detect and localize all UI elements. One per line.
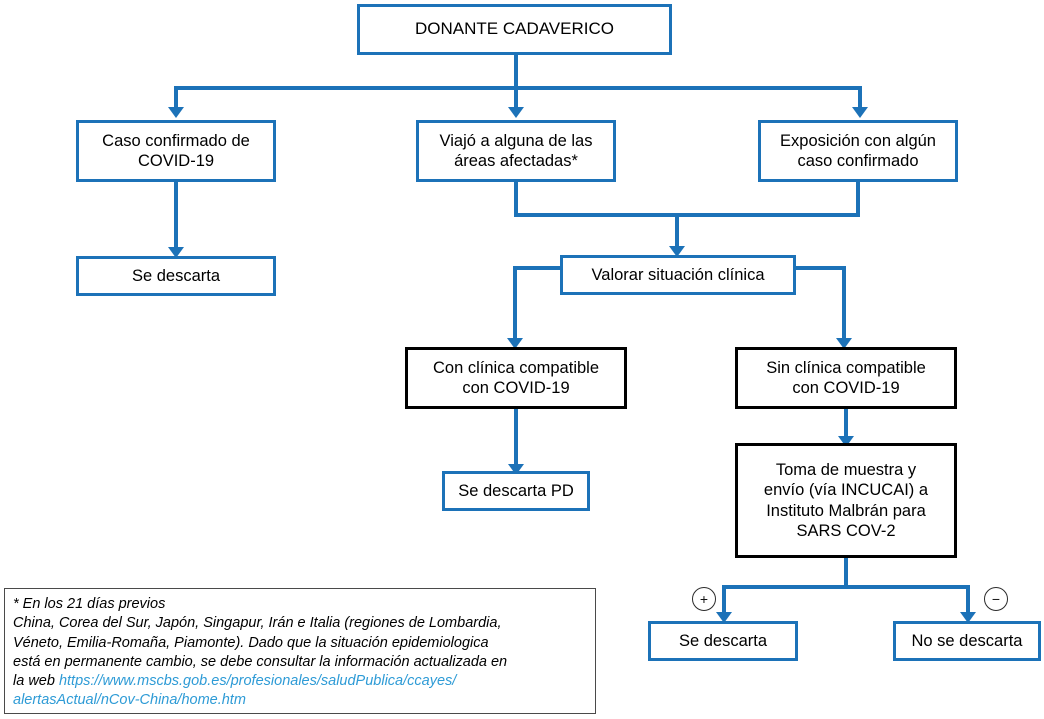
node-no-se-descarta-label: No se descarta <box>911 631 1023 650</box>
footnote-line-5: la web https://www.mscbs.gob.es/profesio… <box>13 672 587 691</box>
connector-merge-bus <box>514 213 860 217</box>
connector-merge-to-valorar <box>675 213 679 249</box>
connector-toma-stem <box>844 558 848 588</box>
node-se-descarta-1[interactable]: Se descarta <box>76 256 276 296</box>
connector-valorar-left-stub <box>513 266 562 270</box>
footnote-url-link-part2[interactable]: alertasActual/nCov-China/home.htm <box>13 692 246 709</box>
node-se-descarta-1-label: Se descarta <box>131 266 221 285</box>
node-valorar-situacion-clinica[interactable]: Valorar situación clínica <box>560 255 796 295</box>
arrowhead-sin-clinica <box>836 338 852 349</box>
node-valorar-situacion-clinica-label: Valorar situación clínica <box>591 265 765 284</box>
footnote-url-link-part1[interactable]: https://www.mscbs.gob.es/profesionales/s… <box>58 673 457 690</box>
edge-label-positive-text: + <box>699 591 709 607</box>
node-toma-de-muestra[interactable]: Toma de muestra y envío (vía INCUCAI) a … <box>735 443 957 558</box>
connector-valorar-right-drop <box>842 266 846 341</box>
node-caso-confirmado[interactable]: Caso confirmado de COVID-19 <box>76 120 276 182</box>
node-exposicion-caso-confirmado-label: Exposición con algún caso confirmado <box>780 131 936 170</box>
node-exposicion-caso-confirmado[interactable]: Exposición con algún caso confirmado <box>758 120 958 182</box>
node-se-descarta-2-label: Se descarta <box>678 631 768 650</box>
footnote-line-1: * En los 21 días previos <box>13 596 166 612</box>
connector-drop-exposicion <box>858 86 862 110</box>
arrowhead-toma-muestra <box>838 436 854 447</box>
connector-distribution-bus <box>174 86 862 90</box>
footnote-link-prefix: la web <box>13 673 59 690</box>
node-viajo-areas-afectadas[interactable]: Viajó a alguna de las áreas afectadas* <box>416 120 616 182</box>
connector-drop-positive <box>722 585 726 615</box>
connector-result-bus <box>722 585 970 589</box>
connector-drop-caso-confirmado <box>174 86 178 110</box>
edge-label-negative: − <box>984 587 1008 611</box>
node-donante-cadaverico[interactable]: DONANTE CADAVERICO <box>357 4 672 55</box>
connector-caso-to-descarta <box>174 182 178 250</box>
footnote-line-2: China, Corea del Sur, Japón, Singapur, I… <box>13 615 502 632</box>
arrowhead-caso-confirmado <box>168 107 184 118</box>
node-con-clinica-compatible[interactable]: Con clínica compatible con COVID-19 <box>405 347 627 409</box>
edge-label-positive: + <box>692 587 716 611</box>
arrowhead-se-descarta-1 <box>168 247 184 258</box>
connector-root-stem <box>514 55 518 90</box>
footnote-box: * En los 21 días previos China, Corea de… <box>4 588 596 714</box>
connector-drop-viajo <box>514 86 518 110</box>
node-se-descarta-pd-label: Se descarta PD <box>458 481 574 500</box>
node-con-clinica-compatible-label: Con clínica compatible con COVID-19 <box>433 358 599 397</box>
node-sin-clinica-compatible-label: Sin clínica compatible con COVID-19 <box>766 358 926 397</box>
arrowhead-viajo <box>508 107 524 118</box>
node-se-descarta-pd[interactable]: Se descarta PD <box>442 471 590 511</box>
edge-label-negative-text: − <box>991 591 1001 607</box>
arrowhead-con-clinica <box>507 338 523 349</box>
footnote-line-3: Véneto, Emilia-Romaña, Piamonte). Dado q… <box>13 634 489 651</box>
arrowhead-se-descarta-2 <box>716 612 732 623</box>
node-sin-clinica-compatible[interactable]: Sin clínica compatible con COVID-19 <box>735 347 957 409</box>
node-no-se-descarta[interactable]: No se descarta <box>893 621 1041 661</box>
node-toma-de-muestra-label: Toma de muestra y envío (vía INCUCAI) a … <box>763 461 929 540</box>
arrowhead-exposicion <box>852 107 868 118</box>
arrowhead-se-descarta-pd <box>508 464 524 475</box>
node-donante-cadaverico-label: DONANTE CADAVERICO <box>415 19 614 39</box>
node-se-descarta-2[interactable]: Se descarta <box>648 621 798 661</box>
arrowhead-valorar <box>669 246 685 257</box>
arrowhead-no-se-descarta <box>960 612 976 623</box>
connector-valorar-left-drop <box>513 266 517 341</box>
node-viajo-areas-afectadas-label: Viajó a alguna de las áreas afectadas* <box>439 131 593 170</box>
connector-exposicion-down <box>856 182 860 217</box>
connector-sin-clinica-to-toma <box>844 409 848 439</box>
connector-drop-negative <box>966 585 970 615</box>
connector-valorar-right-stub <box>794 266 846 270</box>
node-caso-confirmado-label: Caso confirmado de COVID-19 <box>102 131 250 170</box>
connector-con-clinica-to-pd <box>514 409 518 467</box>
connector-viajo-down <box>514 182 518 217</box>
footnote-line-4: está en permanente cambio, se debe consu… <box>13 653 508 670</box>
